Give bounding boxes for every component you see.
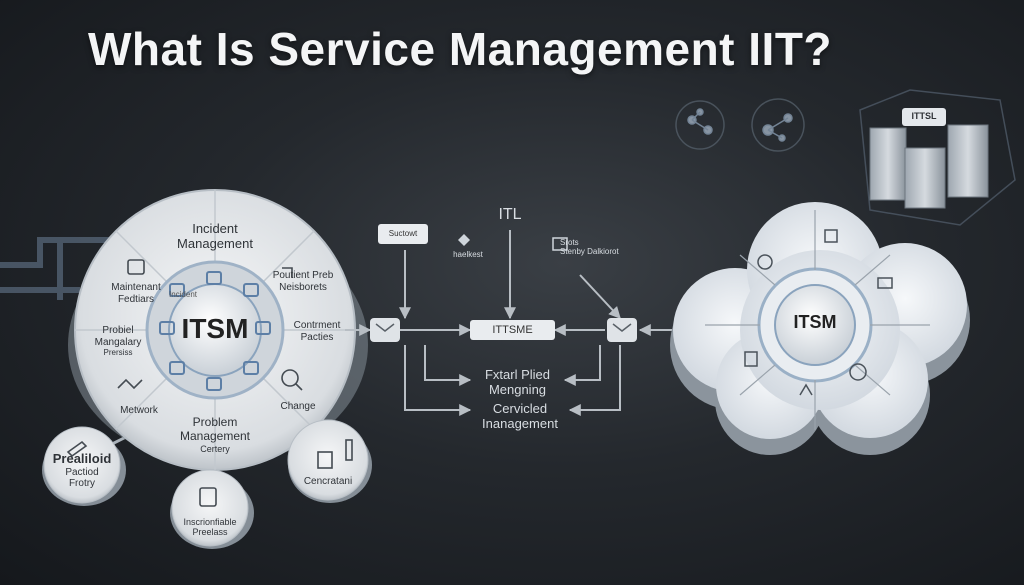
- satellite-line: Pactiod: [65, 466, 99, 478]
- flow-nodes: [370, 234, 637, 342]
- segment-line: Pacties: [300, 331, 334, 343]
- flow-bottom-line: Cervicled: [492, 401, 548, 416]
- flow-center-box: ITTSME: [470, 320, 555, 340]
- segment-line: Neisborets: [279, 281, 327, 293]
- flow-top-label: ITL: [498, 206, 522, 223]
- satellite-inscrionfiable: Inscrionfiable Preelass: [172, 517, 248, 538]
- background-pipes: [0, 237, 110, 300]
- segment-metwork: Metwork: [120, 405, 158, 416]
- flow-right-line: Srots: [560, 238, 579, 247]
- satellite-cencratani: Cencratani: [303, 476, 353, 487]
- segment-line: Problem: [192, 415, 238, 429]
- segment-line: Maintenant: [111, 282, 161, 293]
- flow-bottom-line: Inanagement: [482, 415, 558, 431]
- segment-line: Fedtiars: [117, 293, 155, 305]
- flow-bottom-line: Fxtarl Plied: [484, 367, 551, 382]
- flow-bottom-label-2: Cervicled Inanagement: [470, 401, 570, 432]
- flow-right-node: Srots Stenby Dalkiorot: [560, 238, 620, 256]
- segment-line: Incident: [192, 221, 238, 236]
- segment-line: Prersiss: [103, 348, 133, 357]
- network-icons: [675, 98, 805, 152]
- segment-maintenant: Maintenant Fedtiars: [96, 282, 176, 305]
- inner-ring-label: Incident: [168, 290, 198, 299]
- wheel-hub-label: ITSM: [181, 313, 249, 344]
- segment-line: Contrment: [293, 320, 341, 331]
- server-cluster: [859, 89, 1016, 226]
- segment-incident-management: Incident Management: [165, 221, 265, 252]
- satellite-line: Inscrionfiable: [183, 517, 237, 527]
- segment-probiel: Probiel Mangalary Prersiss: [80, 325, 156, 357]
- flow-bottom-line: Mengning: [488, 381, 547, 397]
- satellite-line: Frotry: [68, 478, 96, 490]
- satellite-line: Preelass: [192, 527, 228, 538]
- flow-bottom-label-1: Fxtarl Plied Mengning: [470, 367, 565, 398]
- segment-contrment: Contrment Pacties: [282, 320, 352, 343]
- segment-line: Probiel: [102, 325, 134, 336]
- segment-line: Poutient Preb: [272, 270, 334, 281]
- segment-poutient-preb: Poutient Preb Neisborets: [258, 270, 348, 293]
- segment-problem-management: Problem Management Certery: [170, 415, 260, 454]
- flow-right-line: Stenby Dalkiorot: [560, 247, 619, 257]
- segment-change: Change: [280, 401, 316, 412]
- segment-line: Management: [179, 428, 251, 443]
- satellite-line: Prealiloid: [52, 451, 112, 466]
- server-label: ITTSL: [911, 111, 937, 121]
- satellite-prealiloid: Prealiloid Pactiod Frotry: [44, 451, 120, 490]
- cloud-hub-label: ITSM: [793, 312, 837, 332]
- satellite-discs: [42, 419, 372, 549]
- itsm-wheel: [68, 189, 368, 471]
- segment-line: Certery: [200, 443, 230, 454]
- page-title: What Is Service Management IIT?: [88, 23, 833, 75]
- segment-line: Mangalary: [94, 336, 142, 348]
- segment-line: Management: [177, 235, 253, 251]
- flow-mid-node: haelkest: [453, 250, 483, 259]
- flow-left-node: Suctowt: [378, 224, 428, 244]
- itsm-cloud: [670, 202, 970, 455]
